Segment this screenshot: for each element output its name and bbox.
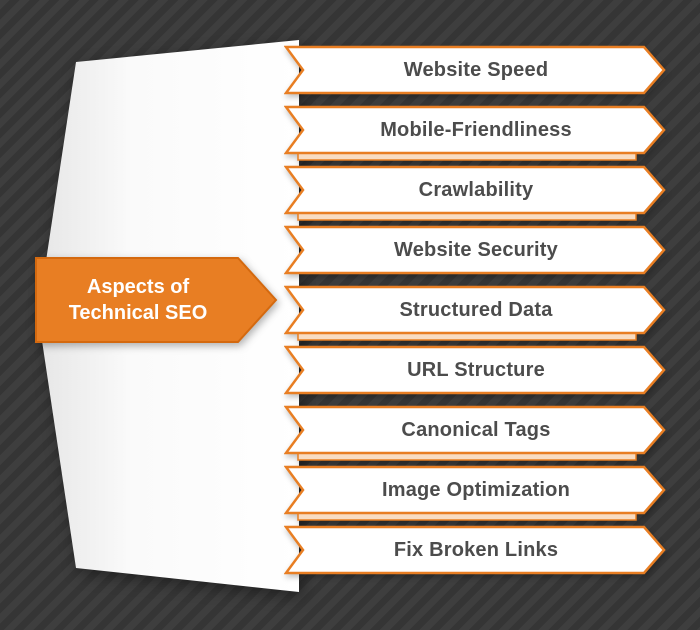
title-arrow-polygon — [35, 257, 278, 343]
ribbon-shape — [284, 345, 666, 395]
ribbon-image-optimization: Image Optimization — [284, 465, 668, 525]
ribbon-fix-broken-links: Fix Broken Links — [284, 525, 668, 585]
ribbon-mobile-friendliness: Mobile-Friendliness — [284, 105, 668, 165]
ribbon-label: Website Security — [393, 238, 558, 261]
ribbon-crawlability: Crawlability — [284, 165, 668, 225]
ribbon-shape — [284, 45, 666, 95]
ribbon-label: Canonical Tags — [401, 418, 551, 441]
ribbon-website-speed: Website Speed — [284, 45, 668, 105]
ribbon-label: Fix Broken Links — [393, 538, 559, 561]
title-line-2: Technical SEO — [68, 302, 208, 324]
title-arrow-shape — [35, 257, 278, 343]
ribbon-shape — [284, 225, 666, 275]
ribbon-website-security: Website Security — [284, 225, 668, 285]
title-text: Aspects of Technical SEO — [34, 256, 242, 344]
ribbon-label: Mobile-Friendliness — [380, 118, 572, 141]
ribbon-label: Crawlability — [418, 178, 534, 201]
ribbon-shape — [284, 105, 666, 161]
ribbon-shape — [284, 165, 666, 221]
ribbon-label: URL Structure — [407, 358, 545, 381]
ribbon-structured-data: Structured Data — [284, 285, 668, 345]
ribbon-url-structure: URL Structure — [284, 345, 668, 405]
ribbon-label: Website Speed — [403, 58, 549, 81]
ribbon-shape — [284, 285, 666, 341]
title-arrow: Aspects of Technical SEO — [34, 256, 278, 344]
ribbon-shape — [284, 525, 666, 575]
title-line-1: Aspects of — [86, 276, 190, 298]
ribbon-label: Image Optimization — [381, 478, 571, 501]
ribbon-canonical-tags: Canonical Tags — [284, 405, 668, 465]
ribbon-shape — [284, 405, 666, 461]
ribbon-shape — [284, 465, 666, 521]
ribbon-label: Structured Data — [399, 298, 553, 321]
